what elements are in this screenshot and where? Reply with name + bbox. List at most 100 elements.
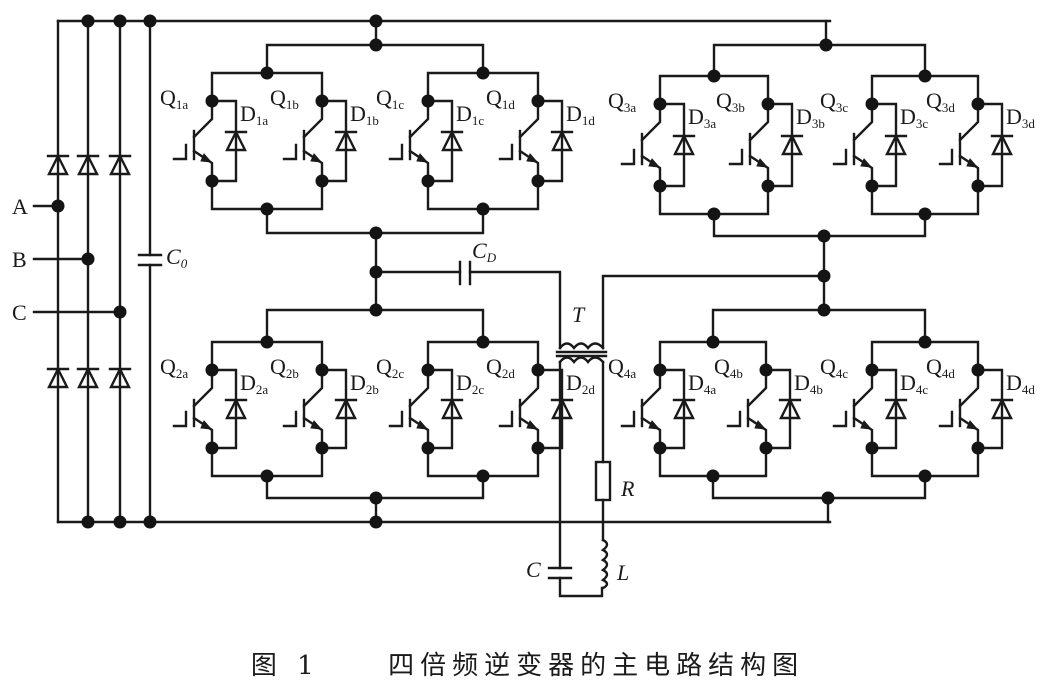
- diode-label-1a: D1a: [240, 101, 268, 128]
- resistor-label: R: [620, 476, 635, 501]
- pair-bottom-dot: [706, 469, 720, 483]
- diode-label-3b: D3b: [796, 104, 825, 131]
- junction-dot: [143, 14, 157, 28]
- junction-dot: [369, 226, 383, 240]
- primary-right-wire: [601, 274, 826, 350]
- transformer-primary-coil: [558, 342, 605, 350]
- junction-dot: [143, 515, 157, 529]
- igbt-cell-3c: [832, 102, 898, 188]
- emitter-dot: [759, 441, 773, 455]
- switch-label-4d: Q4d: [926, 354, 955, 381]
- pair-top-dot: [476, 335, 490, 349]
- freewheel-diode: [884, 133, 908, 156]
- pair-bottom-dot: [260, 202, 274, 216]
- junction-dot: [113, 515, 127, 529]
- junction-dot: [113, 14, 127, 28]
- inductor-label: L: [616, 560, 629, 585]
- pair-top-dot: [707, 69, 721, 83]
- emitter-dot: [421, 441, 435, 455]
- blocking-capacitor-label: CD: [472, 238, 497, 265]
- igbt-cell-4d: [938, 368, 1004, 450]
- load-capacitor-symbol: [547, 566, 573, 580]
- collector-dot: [421, 363, 435, 377]
- emitter-dot: [421, 174, 435, 188]
- rectifier-diode-upper: [76, 153, 100, 176]
- emitter-dot: [315, 441, 329, 455]
- junction-dot: [369, 14, 383, 28]
- figure-title: 四倍频逆变器的主电路结构图: [388, 651, 805, 681]
- collector-dot: [653, 363, 667, 377]
- load-inductor-symbol: [600, 538, 609, 590]
- junction-dot: [817, 303, 831, 317]
- collector-dot: [653, 97, 667, 111]
- junction-dot: [369, 265, 383, 279]
- pair-bottom-dot: [476, 469, 490, 483]
- transformer-label: T: [572, 302, 586, 327]
- junction-dots: [51, 14, 985, 529]
- diode-label-3a: D3a: [688, 104, 716, 131]
- freewheel-diode: [550, 129, 574, 152]
- switch-label-3c: Q3c: [820, 88, 848, 115]
- igbt-cell-1b: [282, 99, 348, 183]
- diode-label-4c: D4c: [900, 370, 928, 397]
- phase-junction-dot: [81, 252, 95, 266]
- collector-dot: [971, 97, 985, 111]
- group-bottom-wire: [711, 474, 927, 500]
- load-resistor-symbol: [594, 460, 612, 502]
- switch-label-4b: Q4b: [714, 354, 743, 381]
- group-top-wire: [711, 308, 927, 344]
- emitter-dot: [205, 174, 219, 188]
- switch-label-4c: Q4c: [820, 354, 848, 381]
- freewheel-diode: [884, 397, 908, 420]
- collector-dot: [971, 363, 985, 377]
- blocking-capacitor-symbol: [458, 260, 472, 286]
- freewheel-diode: [672, 133, 696, 156]
- junction-dot: [369, 303, 383, 317]
- primary-left-wire: [374, 270, 562, 350]
- emitter-dot: [653, 179, 667, 193]
- freewheel-diode: [334, 129, 358, 152]
- phase-label-b: B: [12, 247, 27, 272]
- switch-label-3a: Q3a: [608, 88, 636, 115]
- pair-top-dot: [260, 335, 274, 349]
- freewheel-diode: [990, 397, 1014, 420]
- collector-dot: [531, 94, 545, 108]
- emitter-dot: [653, 441, 667, 455]
- junction-dot: [817, 229, 831, 243]
- diode-label-1d: D1d: [566, 101, 595, 128]
- components: [46, 99, 1014, 590]
- pair-bottom-dot: [260, 469, 274, 483]
- group-top-wire: [712, 43, 927, 78]
- switch-label-2d: Q2d: [486, 354, 515, 381]
- collector-dot: [761, 97, 775, 111]
- emitter-dot: [531, 174, 545, 188]
- junction-dot: [819, 38, 833, 52]
- phase-junction-dot: [113, 305, 127, 319]
- igbt-cell-2a: [172, 368, 238, 450]
- freewheel-diode: [440, 129, 464, 152]
- diode-label-4a: D4a: [688, 370, 716, 397]
- pair-bottom-dot: [918, 207, 932, 221]
- diode-label-2d: D2d: [566, 370, 595, 397]
- rectifier-diode-lower: [76, 366, 100, 389]
- collector-dot: [421, 94, 435, 108]
- freewheel-diode: [224, 129, 248, 152]
- rectifier-diode-upper: [46, 153, 70, 176]
- igbt-cell-1d: [498, 99, 564, 183]
- collector-dot: [531, 363, 545, 377]
- collector-dot: [865, 97, 879, 111]
- collector-dot: [315, 94, 329, 108]
- igbt-cell-2c: [388, 368, 454, 450]
- emitter-dot: [761, 179, 775, 193]
- emitter-dot: [971, 179, 985, 193]
- diode-label-2a: D2a: [240, 370, 268, 397]
- switch-label-3b: Q3b: [716, 88, 745, 115]
- switch-label-4a: Q4a: [608, 354, 636, 381]
- collector-dot: [865, 363, 879, 377]
- figure-number: 图 1: [250, 651, 320, 681]
- junction-dot: [369, 515, 383, 529]
- dc-link-capacitor-symbol: [137, 253, 163, 267]
- igbt-cell-4a: [620, 368, 686, 450]
- transformer-core: [555, 350, 608, 358]
